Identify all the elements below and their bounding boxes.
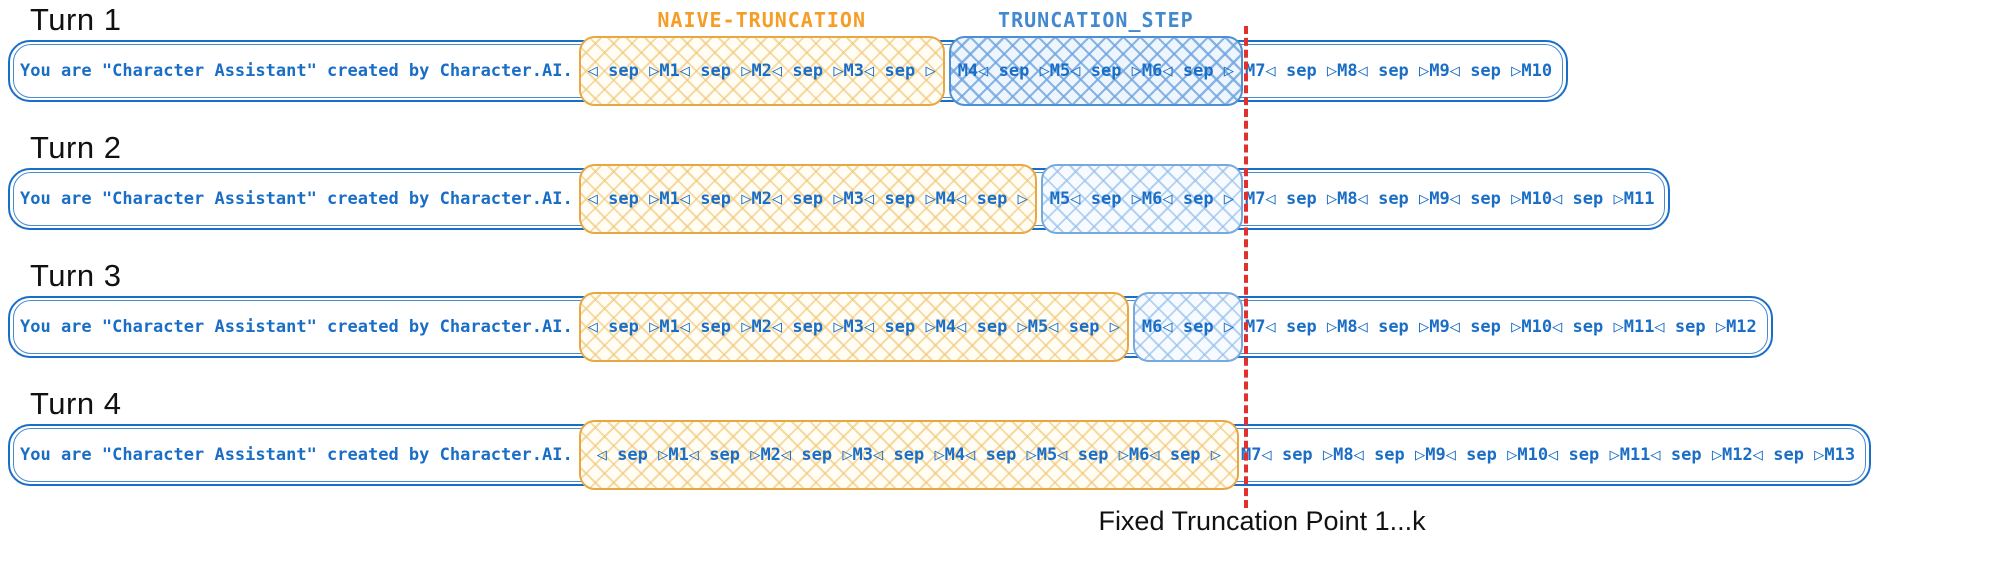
naive-truncation-region: ◁ sep ▷M1◁ sep ▷M2◁ sep ▷M3◁ sep ▷M4◁ se…: [578, 164, 1037, 234]
fixed-truncation-point-line: [1244, 26, 1249, 508]
turn-row: You are "Character Assistant" created by…: [8, 420, 1872, 490]
system-prompt-text: You are "Character Assistant" created by…: [20, 189, 573, 209]
truncation-step-region: M4◁ sep ▷M5◁ sep ▷M6◁ sep ▷: [948, 36, 1244, 106]
truncation-step-label: TRUNCATION_STEP: [998, 8, 1194, 32]
system-prompt-text: You are "Character Assistant" created by…: [20, 445, 573, 465]
turn-row: You are "Character Assistant" created by…: [8, 292, 1773, 362]
turn-4-title: Turn 4: [30, 386, 122, 421]
truncation-step-region: M5◁ sep ▷M6◁ sep ▷: [1040, 164, 1244, 234]
turn-3-title: Turn 3: [30, 258, 122, 293]
turn-1-title: Turn 1: [30, 2, 122, 37]
turn-2-title: Turn 2: [30, 130, 122, 165]
fixed-truncation-point-label: Fixed Truncation Point 1...k: [1098, 506, 1426, 536]
turn-row: You are "Character Assistant" created by…: [8, 36, 1569, 106]
system-prompt-text: You are "Character Assistant" created by…: [20, 61, 573, 81]
remaining-messages-text: M7◁ sep ▷M8◁ sep ▷M9◁ sep ▷M10◁ sep ▷M11…: [1241, 445, 1856, 465]
turn-row: You are "Character Assistant" created by…: [8, 164, 1671, 234]
naive-truncation-label: NAIVE-TRUNCATION: [657, 8, 867, 32]
remaining-messages-text: M7◁ sep ▷M8◁ sep ▷M9◁ sep ▷M10: [1245, 61, 1553, 81]
remaining-messages-text: M7◁ sep ▷M8◁ sep ▷M9◁ sep ▷M10◁ sep ▷M11…: [1245, 317, 1757, 337]
naive-truncation-region: ◁ sep ▷M1◁ sep ▷M2◁ sep ▷M3◁ sep ▷M4◁ se…: [578, 292, 1129, 362]
naive-truncation-region: ◁ sep ▷M1◁ sep ▷M2◁ sep ▷M3◁ sep ▷: [578, 36, 945, 106]
remaining-messages-text: M7◁ sep ▷M8◁ sep ▷M9◁ sep ▷M10◁ sep ▷M11: [1245, 189, 1655, 209]
naive-truncation-region: ◁ sep ▷M1◁ sep ▷M2◁ sep ▷M3◁ sep ▷M4◁ se…: [578, 420, 1240, 490]
system-prompt-text: You are "Character Assistant" created by…: [20, 317, 573, 337]
truncation-step-region: M6◁ sep ▷: [1132, 292, 1244, 362]
